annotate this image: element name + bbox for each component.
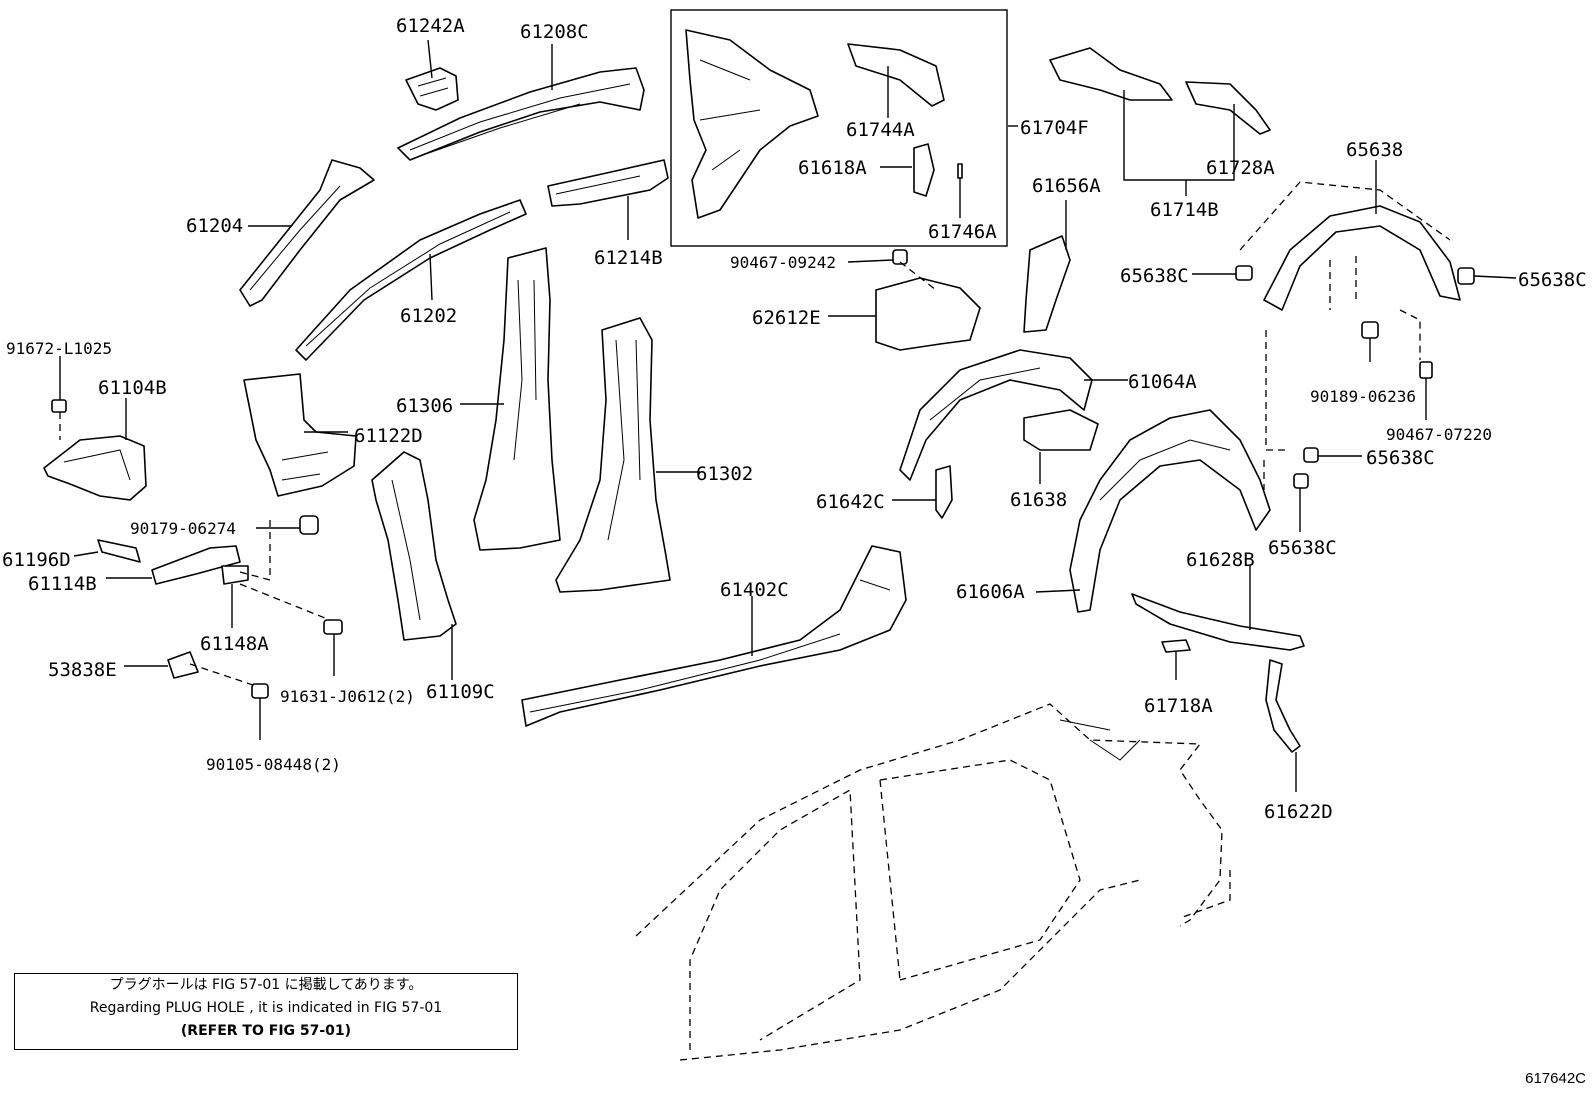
label-61628b: 61628B bbox=[1186, 549, 1255, 571]
part-65638 bbox=[1239, 181, 1461, 490]
label-61306: 61306 bbox=[396, 395, 453, 417]
bolts bbox=[51, 399, 343, 699]
label-61122d: 61122D bbox=[354, 425, 423, 447]
label-61114b: 61114B bbox=[28, 573, 97, 595]
label-53838e: 53838E bbox=[48, 659, 117, 681]
label-90467-09242: 90467-09242 bbox=[730, 253, 836, 272]
part-61148a bbox=[221, 565, 249, 585]
label-61214b: 61214B bbox=[594, 247, 663, 269]
label-61744a: 61744A bbox=[846, 119, 915, 141]
part-61122d bbox=[243, 373, 357, 497]
part-61114b bbox=[151, 545, 241, 585]
label-65638: 65638 bbox=[1346, 139, 1403, 161]
label-61718a: 61718A bbox=[1144, 695, 1213, 717]
label-65638c-4: 65638C bbox=[1268, 537, 1337, 559]
part-61208c bbox=[397, 67, 645, 161]
part-61242a bbox=[405, 67, 459, 111]
vehicle-body-outline bbox=[635, 703, 1231, 1061]
label-61064a: 61064A bbox=[1128, 371, 1197, 393]
label-65638c-1: 65638C bbox=[1120, 265, 1189, 287]
label-90179-06274: 90179-06274 bbox=[130, 519, 236, 538]
part-65638c-clips bbox=[892, 249, 1475, 489]
part-61306 bbox=[473, 247, 561, 551]
part-61642c bbox=[935, 465, 953, 519]
label-90189-06236: 90189-06236 bbox=[1310, 387, 1416, 406]
label-61656a: 61656A bbox=[1032, 175, 1101, 197]
label-90105-08448: 90105-08448(2) bbox=[206, 755, 341, 774]
label-61104b: 61104B bbox=[98, 377, 167, 399]
part-61622d bbox=[1265, 659, 1301, 753]
part-53838e bbox=[167, 651, 199, 679]
part-61204 bbox=[239, 159, 375, 307]
label-61704f: 61704F bbox=[1020, 117, 1089, 139]
label-65638c-3: 65638C bbox=[1366, 447, 1435, 469]
note-line-english: Regarding PLUG HOLE , it is indicated in… bbox=[89, 1000, 443, 1016]
figure-id: 617642C bbox=[1525, 1070, 1586, 1087]
note-line-reference: (REFER TO FIG 57-01) bbox=[180, 1023, 352, 1039]
part-62612e bbox=[875, 277, 981, 351]
part-61202 bbox=[295, 199, 527, 361]
label-91631-j0612: 91631-J0612(2) bbox=[280, 687, 415, 706]
note-line-japanese: プラグホールは FIG 57-01 に掲載してあります。 bbox=[109, 977, 423, 993]
part-61196d bbox=[97, 539, 141, 563]
label-61109c: 61109C bbox=[426, 681, 495, 703]
leader-lines bbox=[59, 39, 1517, 792]
part-61064a bbox=[899, 349, 1093, 481]
part-61656a bbox=[1023, 235, 1071, 333]
part-61714b bbox=[1049, 47, 1173, 101]
label-61746a: 61746A bbox=[928, 221, 997, 243]
label-61402c: 61402C bbox=[720, 579, 789, 601]
part-61302 bbox=[555, 317, 671, 593]
part-61628b bbox=[1131, 593, 1305, 651]
label-61714b: 61714B bbox=[1150, 199, 1219, 221]
label-61208c: 61208C bbox=[520, 21, 589, 43]
group-box-61704f bbox=[670, 9, 1008, 247]
part-61104b bbox=[43, 435, 147, 501]
part-61214b bbox=[547, 159, 669, 207]
label-61148a: 61148A bbox=[200, 633, 269, 655]
label-61302: 61302 bbox=[696, 463, 753, 485]
label-65638c-2: 65638C bbox=[1518, 269, 1587, 291]
part-61606a bbox=[1069, 409, 1271, 613]
part-61402c bbox=[521, 545, 907, 727]
label-61638: 61638 bbox=[1010, 489, 1067, 511]
label-90467-07220: 90467-07220 bbox=[1386, 425, 1492, 444]
label-62612e: 62612E bbox=[752, 307, 821, 329]
label-61242a: 61242A bbox=[396, 15, 465, 37]
part-61638 bbox=[1023, 409, 1099, 451]
label-61728a: 61728A bbox=[1206, 157, 1275, 179]
label-91672-l1025: 91672-L1025 bbox=[6, 339, 112, 358]
part-61704f-bracket bbox=[685, 29, 819, 219]
label-61606a: 61606A bbox=[956, 581, 1025, 603]
label-61204: 61204 bbox=[186, 215, 243, 237]
label-61622d: 61622D bbox=[1264, 801, 1333, 823]
part-61718a bbox=[1161, 639, 1191, 653]
part-61109c bbox=[371, 451, 457, 641]
label-61642c: 61642C bbox=[816, 491, 885, 513]
part-61744a bbox=[847, 43, 945, 107]
part-61728a bbox=[1185, 81, 1271, 135]
label-61196d: 61196D bbox=[2, 549, 71, 571]
assembly-guides bbox=[59, 261, 937, 687]
part-labels: 61242A 61208C 61204 61202 61214B 61744A … bbox=[2, 15, 1587, 823]
part-61618a bbox=[913, 143, 935, 197]
part-61746a bbox=[957, 163, 963, 179]
plug-hole-note: プラグホールは FIG 57-01 に掲載してあります。 Regarding P… bbox=[14, 973, 518, 1050]
label-61202: 61202 bbox=[400, 305, 457, 327]
label-61618a: 61618A bbox=[798, 157, 867, 179]
